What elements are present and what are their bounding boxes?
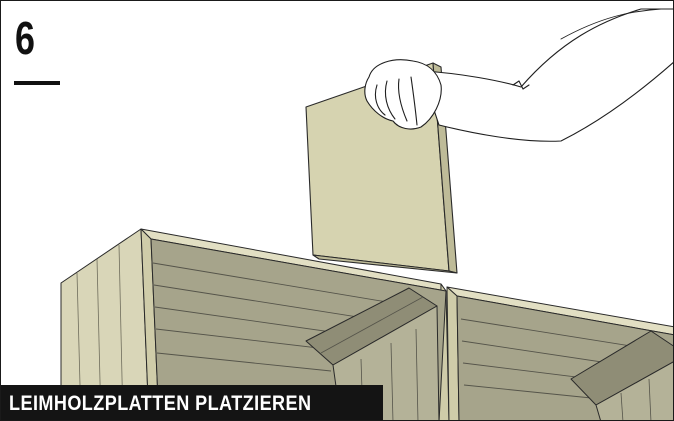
caption-text: LEIMHOLZPLATTEN PLATZIEREN — [9, 385, 311, 421]
step-number-underline — [14, 81, 60, 85]
wooden-crate-right — [447, 287, 674, 421]
hand-with-arm — [365, 9, 674, 141]
step-number: 6 — [15, 15, 35, 61]
caption-bar: LEIMHOLZPLATTEN PLATZIEREN — [1, 385, 383, 421]
